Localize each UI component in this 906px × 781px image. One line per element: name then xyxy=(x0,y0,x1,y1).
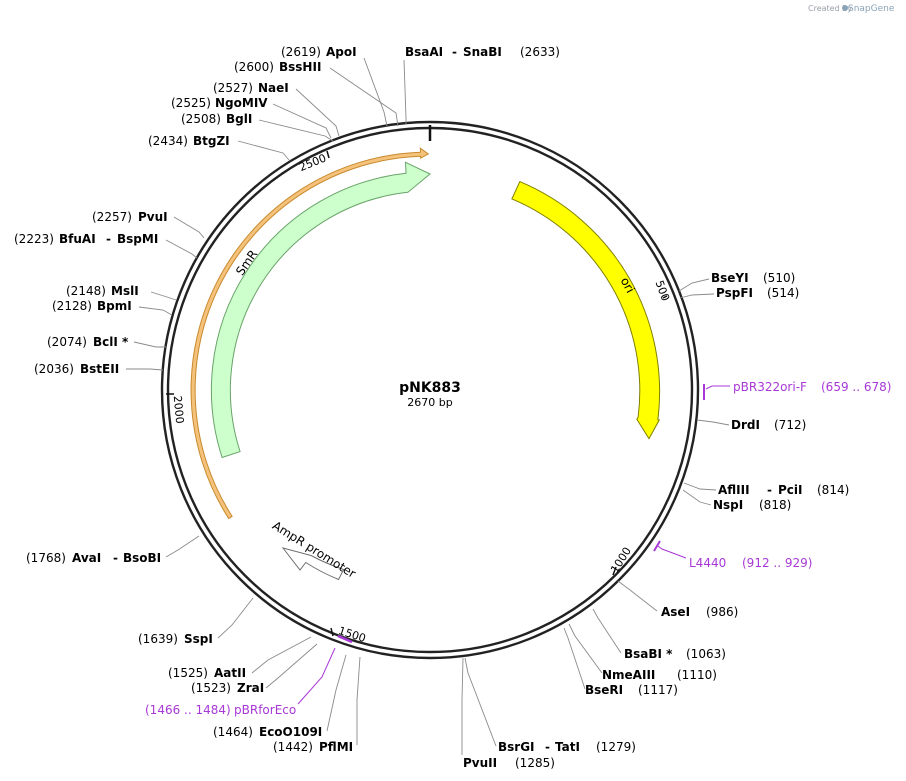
site-bsshii[interactable]: BssHII xyxy=(279,60,321,74)
site-afliii[interactable]: AflIII xyxy=(718,483,750,497)
primer-range-pbrforeco: (1466 .. 1484) xyxy=(145,703,231,717)
tick-label-2000: 2000 xyxy=(171,395,186,424)
primer-markers xyxy=(297,384,730,705)
site-naei[interactable]: NaeI xyxy=(258,81,289,95)
site-nmeaiii[interactable]: NmeAIII xyxy=(602,668,655,682)
site-pflmi[interactable]: PflMI xyxy=(319,740,353,754)
site-pos-pflmi: (1442) xyxy=(273,740,313,754)
site-pvui[interactable]: PvuI xyxy=(138,210,168,224)
site-dash-bsaai: - xyxy=(452,45,457,59)
primer-pbrforeco[interactable]: pBRforEco xyxy=(234,703,296,717)
site-pos-bsshii: (2600) xyxy=(234,60,274,74)
site-pos-bseri: (1117) xyxy=(638,683,678,697)
site-zrai[interactable]: ZraI xyxy=(237,681,264,695)
site-pspfi[interactable]: PspFI xyxy=(716,286,753,300)
site-bsobi[interactable]: BsoBI xyxy=(123,551,161,565)
site-dash-avai: - xyxy=(113,551,118,565)
site-pos-bpmi: (2128) xyxy=(52,299,92,313)
site-drdi[interactable]: DrdI xyxy=(731,418,760,432)
feature-ori-arrow[interactable] xyxy=(511,180,661,440)
site-pos-avai: (1768) xyxy=(26,551,66,565)
feature-ampr-promoter-arrow[interactable] xyxy=(281,547,345,581)
site-asei[interactable]: AseI xyxy=(661,605,690,619)
site-ngomiv[interactable]: NgoMIV xyxy=(215,96,268,110)
site-pos-bsteii: (2036) xyxy=(34,362,74,376)
site-pos-bsaai: (2633) xyxy=(520,45,560,59)
site-bfuai[interactable]: BfuAI xyxy=(59,232,96,246)
site-pos-pvui: (2257) xyxy=(92,210,132,224)
primer-range-l4440: (912 .. 929) xyxy=(742,556,812,570)
site-bsabi[interactable]: BsaBI * xyxy=(624,647,673,661)
site-pos-pvuii: (1285) xyxy=(515,756,555,770)
site-bspmi[interactable]: BspMI xyxy=(117,232,158,246)
leader-lines xyxy=(126,57,730,755)
feature-orange-arrow[interactable] xyxy=(190,147,430,520)
site-pos-drdi: (712) xyxy=(774,418,806,432)
snapgene-logo-text: SnapGene xyxy=(848,4,895,14)
site-dash-afliii: - xyxy=(767,483,772,497)
snapgene-logo-icon xyxy=(842,5,848,11)
site-pos-bcli: (2074) xyxy=(47,335,87,349)
site-pvuii[interactable]: PvuII xyxy=(463,756,497,770)
site-pos-bgli: (2508) xyxy=(181,112,221,126)
site-pos-bfuai: (2223) xyxy=(14,232,54,246)
site-pos-nspi: (818) xyxy=(759,498,791,512)
feature-label-ampr-promoter: AmpR promoter xyxy=(270,518,358,580)
credit-prefix: Created by xyxy=(808,4,852,13)
site-dash-bfuai: - xyxy=(106,232,111,246)
site-sspi[interactable]: SspI xyxy=(184,632,213,646)
site-btgzi[interactable]: BtgZI xyxy=(193,134,230,148)
site-apoi[interactable]: ApoI xyxy=(326,45,357,59)
site-bpmi[interactable]: BpmI xyxy=(97,299,132,313)
site-snabi[interactable]: SnaBI xyxy=(463,45,502,59)
site-eco0109i[interactable]: EcoO109I xyxy=(259,725,322,739)
site-pos-btgzi: (2434) xyxy=(148,134,188,148)
plasmid-name: pNK883 xyxy=(399,380,461,396)
site-pos-sspi: (1639) xyxy=(138,632,178,646)
site-pos-bseyi: (510) xyxy=(763,271,795,285)
site-pos-afliii: (814) xyxy=(817,483,849,497)
primer-range-pbr322ori-f: (659 .. 678) xyxy=(821,380,891,394)
site-dash-bsrgi: - xyxy=(545,740,550,754)
site-pos-bsrgi: (1279) xyxy=(596,740,636,754)
site-pos-msli: (2148) xyxy=(66,284,106,298)
site-pos-asei: (986) xyxy=(706,605,738,619)
site-bsteii[interactable]: BstEII xyxy=(80,362,119,376)
site-pos-naei: (2527) xyxy=(213,81,253,95)
plasmid-size: 2670 bp xyxy=(407,396,452,409)
site-pos-nmeaiii: (1110) xyxy=(677,668,717,682)
site-pos-apoi: (2619) xyxy=(281,45,321,59)
site-bsaai[interactable]: BsaAI xyxy=(405,45,443,59)
site-aatii[interactable]: AatII xyxy=(214,666,246,680)
site-tati[interactable]: TatI xyxy=(555,740,580,754)
backbone-outer xyxy=(160,120,700,660)
site-bseyi[interactable]: BseYI xyxy=(711,271,749,285)
site-nspi[interactable]: NspI xyxy=(713,498,743,512)
site-bcli[interactable]: BclI * xyxy=(93,335,129,349)
site-pos-pspfi: (514) xyxy=(767,286,799,300)
site-pos-ngomiv: (2525) xyxy=(171,96,211,110)
site-pos-bsabi: (1063) xyxy=(686,647,726,661)
site-avai[interactable]: AvaI xyxy=(72,551,101,565)
feature-label-ori: ori xyxy=(618,275,638,295)
feature-smr-arrow[interactable] xyxy=(210,161,431,459)
primer-pbr322ori-f[interactable]: pBR322ori-F xyxy=(733,380,807,394)
site-bgli[interactable]: BglI xyxy=(226,112,252,126)
site-pos-aatii: (1525) xyxy=(168,666,208,680)
site-msli[interactable]: MslI xyxy=(111,284,139,298)
site-bseri[interactable]: BseRI xyxy=(585,683,623,697)
site-pos-eco0109i: (1464) xyxy=(213,725,253,739)
site-pcii[interactable]: PciI xyxy=(778,483,803,497)
tick-2000: 2000 xyxy=(166,393,186,424)
primer-l4440[interactable]: L4440 xyxy=(689,556,726,570)
site-pos-zrai: (1523) xyxy=(191,681,231,695)
site-bsrgi[interactable]: BsrGI xyxy=(498,740,535,754)
